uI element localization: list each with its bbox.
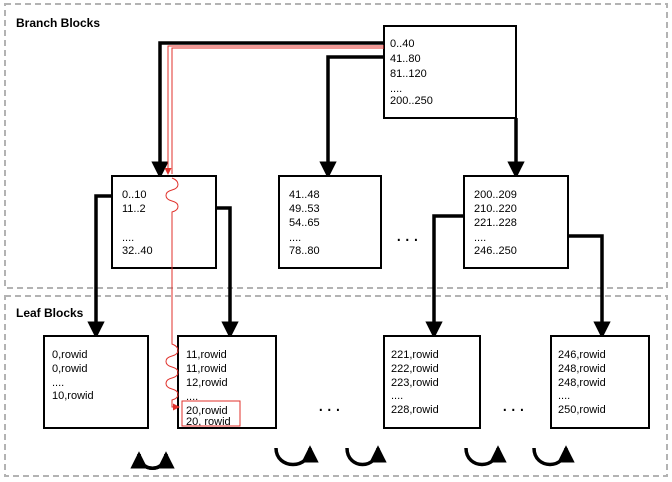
leaf-entry: ....	[52, 377, 64, 389]
leaf-region	[4, 295, 668, 477]
leaf-entry: 248,rowid	[558, 377, 606, 389]
branch-entry: 49..53	[289, 203, 320, 215]
leaf-entry: 222,rowid	[391, 363, 439, 375]
leaf-region-label: Leaf Blocks	[16, 306, 84, 320]
branch-entry: 200..209	[474, 189, 517, 201]
leaf-entry: 12,rowid	[186, 377, 228, 389]
pointer-branch-to-leaf-4	[568, 234, 611, 339]
leaf-block-1: 0,rowid 0,rowid .... 10,rowid	[43, 335, 149, 429]
branch-entry: 54..65	[289, 217, 320, 229]
branch-gap-ellipsis: ...	[396, 224, 422, 246]
leaf-block-2: 11,rowid 11,rowid 12,rowid .... 20,rowid…	[177, 335, 277, 429]
branch-region	[4, 3, 668, 289]
pointer-branch-to-leaf-3	[425, 214, 464, 339]
root-entry: 41..80	[390, 53, 421, 65]
leaf-entry: 248,rowid	[558, 363, 606, 375]
root-entry: 0..40	[390, 38, 414, 50]
leaf-entry: 0,rowid	[52, 349, 87, 361]
leaf-block-4: 246,rowid 248,rowid 248,rowid .... 250,r…	[550, 335, 650, 429]
leaf-entry: 11,rowid	[186, 349, 227, 361]
leaf-entry: ....	[391, 390, 403, 402]
leaf-sibling-link	[130, 451, 168, 470]
branch-entry: ....	[474, 232, 486, 244]
branch-entry: 210..220	[474, 203, 517, 215]
leaf-entry: 246,rowid	[558, 349, 606, 361]
root-entry: 81..120	[390, 68, 427, 80]
pointer-branch-to-leaf-2	[216, 206, 239, 339]
leaf-entry: 20,rowid	[186, 405, 228, 417]
leaf-sibling-link	[464, 445, 507, 467]
leaf-entry: 20, rowid	[186, 416, 231, 428]
branch-entry: 78..80	[289, 245, 320, 257]
branch-entry: ....	[122, 232, 134, 244]
branch-entry: 221..228	[474, 217, 517, 229]
search-trace	[164, 45, 384, 427]
branch-block-3: 200..209 210..220 221..228 .... 246..250	[463, 175, 569, 269]
branch-entry: 41..48	[289, 189, 320, 201]
root-entry: ....	[390, 83, 402, 95]
root-block: 0..40 41..80 81..120 .... 200..250	[383, 25, 517, 119]
branch-entry: 0..10	[122, 189, 146, 201]
root-entry: 200..250	[390, 95, 433, 107]
leaf-entry: 223,rowid	[391, 377, 439, 389]
leaf-gap-ellipsis-1: ...	[318, 394, 344, 416]
leaf-entry: 10,rowid	[52, 390, 94, 402]
pointer-root-to-branch-1	[151, 41, 384, 179]
leaf-entry: 250,rowid	[558, 404, 606, 416]
branch-entry: 32..40	[122, 245, 153, 257]
leaf-sibling-link	[345, 445, 387, 467]
branch-block-2: 41..48 49..53 54..65 .... 78..80	[278, 175, 382, 269]
branch-entry: 246..250	[474, 245, 517, 257]
leaf-entry: ....	[558, 390, 570, 402]
leaf-entry: 228,rowid	[391, 404, 439, 416]
leaf-entry: 0,rowid	[52, 363, 87, 375]
pointer-root-to-branch-2	[319, 55, 384, 179]
leaf-sibling-link	[274, 445, 319, 467]
branch-block-1: 0..10 11..2 .... 32..40	[111, 175, 217, 269]
leaf-gap-ellipsis-2: ...	[502, 394, 528, 416]
branch-region-label: Branch Blocks	[16, 16, 100, 30]
leaf-entry: 11,rowid	[186, 363, 227, 375]
matched-entries-highlight	[181, 400, 241, 427]
leaf-block-3: 221,rowid 222,rowid 223,rowid .... 228,r…	[383, 335, 481, 429]
leaf-entry: 221,rowid	[391, 349, 439, 361]
branch-entry: ....	[289, 232, 301, 244]
branch-entry: 11..2	[122, 203, 146, 215]
leaf-entry: ....	[186, 391, 198, 403]
leaf-sibling-link	[532, 445, 575, 467]
pointer-branch-to-leaf-1	[87, 194, 112, 339]
